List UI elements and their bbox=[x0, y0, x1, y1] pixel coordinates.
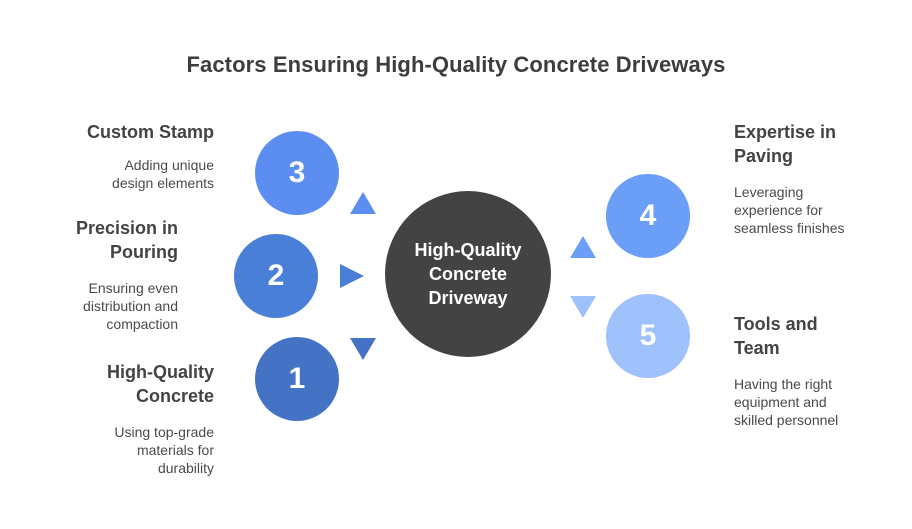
factor-5-arrow-icon bbox=[570, 296, 596, 318]
factor-1-description: Using top-grade materials for durability bbox=[114, 424, 214, 476]
factor-3-arrow-icon bbox=[350, 192, 376, 214]
factor-3-heading: Custom Stamp bbox=[86, 122, 214, 142]
diagram-title: Factors Ensuring High-Quality Concrete D… bbox=[186, 52, 726, 77]
center-hub: High-Quality Concrete Driveway bbox=[385, 191, 551, 357]
factor-3-description: Adding unique design elements bbox=[112, 157, 214, 191]
factor-1-arrow-icon bbox=[350, 338, 376, 360]
factor-2-description: Ensuring even distribution and compactio… bbox=[83, 280, 178, 332]
factor-1-heading: High-Quality Concrete bbox=[107, 362, 214, 406]
factor-3-circle: 3 bbox=[255, 131, 339, 215]
factor-4-description: Leveraging experience for seamless finis… bbox=[734, 184, 845, 236]
factor-5-description: Having the right equipment and skilled p… bbox=[734, 376, 839, 428]
factor-1-circle: 1 bbox=[255, 337, 339, 421]
factor-2-arrow-icon bbox=[340, 264, 364, 288]
factor-4-circle: 4 bbox=[606, 174, 690, 258]
factor-5-heading: Tools and Team bbox=[734, 314, 818, 358]
factor-4-heading: Expertise in Paving bbox=[734, 122, 837, 166]
factor-2-heading: Precision in Pouring bbox=[75, 218, 178, 262]
factor-5-circle: 5 bbox=[606, 294, 690, 378]
factor-2-circle: 2 bbox=[234, 234, 318, 318]
center-line: Driveway bbox=[428, 288, 508, 308]
center-line: Concrete bbox=[428, 264, 508, 284]
factor-4-arrow-icon bbox=[570, 236, 596, 258]
center-line: High-Quality bbox=[414, 240, 522, 260]
